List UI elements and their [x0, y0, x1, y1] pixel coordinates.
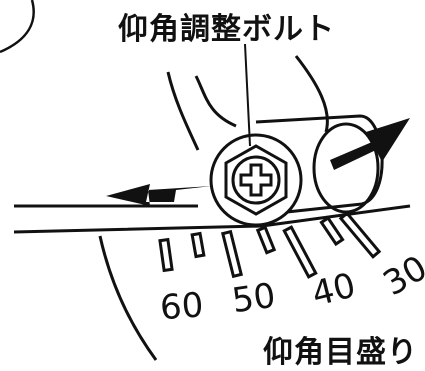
- arc-fragment: [0, 0, 35, 54]
- scale-tick: [190, 231, 206, 259]
- bracket-left-line: [166, 71, 200, 151]
- scale-tick: [282, 225, 318, 279]
- scale-tick: [158, 237, 174, 273]
- elevation-scale-label: 仰角目盛り: [263, 335, 418, 370]
- scale-plate-edge: [98, 235, 158, 361]
- callout-leader-line: [244, 43, 251, 147]
- scale-tick: [319, 215, 345, 247]
- scale-tick: [220, 229, 244, 279]
- housing-end-ring: [312, 122, 380, 214]
- arrow-left-icon: [106, 184, 212, 206]
- arrow-right-icon: [330, 118, 410, 170]
- scale-tick: [255, 225, 277, 255]
- scale-number: 60: [159, 285, 205, 328]
- scale-number: 50: [230, 276, 278, 322]
- adjust-bolt-label: 仰角調整ボルト: [118, 12, 335, 47]
- bracket-right-line: [294, 55, 329, 133]
- phillips-cross: [239, 163, 273, 197]
- scale-tick: [338, 211, 382, 259]
- scale-ticks: [158, 211, 382, 279]
- phillips-hex-bolt-icon: [209, 133, 303, 227]
- scale-number: 30: [377, 248, 425, 304]
- bracket-inner-line: [194, 75, 237, 128]
